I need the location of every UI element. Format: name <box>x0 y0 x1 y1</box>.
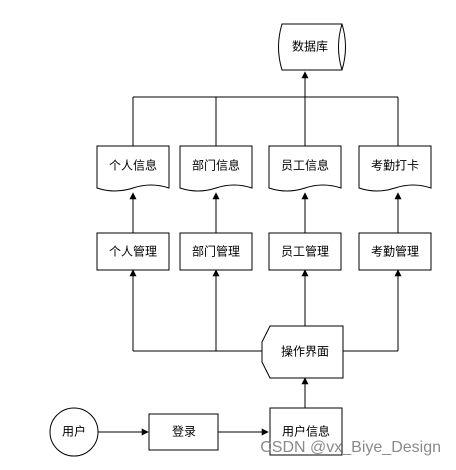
label-operation-ui: 操作界面 <box>281 344 329 359</box>
node-personal-mgmt <box>96 232 170 271</box>
label-employee-info: 员工信息 <box>281 158 329 173</box>
label-attendance-mgmt: 考勤管理 <box>371 244 419 259</box>
label-dept-info: 部门信息 <box>192 158 240 173</box>
node-dept-info <box>179 145 253 192</box>
label-database: 数据库 <box>292 39 328 54</box>
label-dept-mgmt: 部门管理 <box>192 244 240 259</box>
node-operation-ui <box>261 325 344 379</box>
node-dept-mgmt <box>179 232 253 271</box>
label-user: 用户 <box>62 424 86 439</box>
label-attendance-clockin: 考勤打卡 <box>371 159 419 173</box>
label-employee-mgmt: 员工管理 <box>281 244 329 259</box>
node-database <box>278 23 346 71</box>
label-user-info: 用户信息 <box>282 424 330 439</box>
label-personal-info: 个人信息 <box>109 158 157 173</box>
node-user <box>49 407 99 457</box>
node-attendance-clockin <box>358 145 432 192</box>
node-user-info <box>269 407 343 456</box>
node-personal-info <box>96 145 170 192</box>
node-attendance-mgmt <box>358 232 432 271</box>
node-login <box>148 413 219 451</box>
label-personal-mgmt: 个人管理 <box>109 244 157 259</box>
label-login: 登录 <box>172 424 196 439</box>
node-employee-info <box>268 145 342 192</box>
connectors <box>98 71 402 436</box>
watermark: CSDN @vx_Biye_Design <box>260 439 441 456</box>
node-employee-mgmt <box>268 232 342 271</box>
